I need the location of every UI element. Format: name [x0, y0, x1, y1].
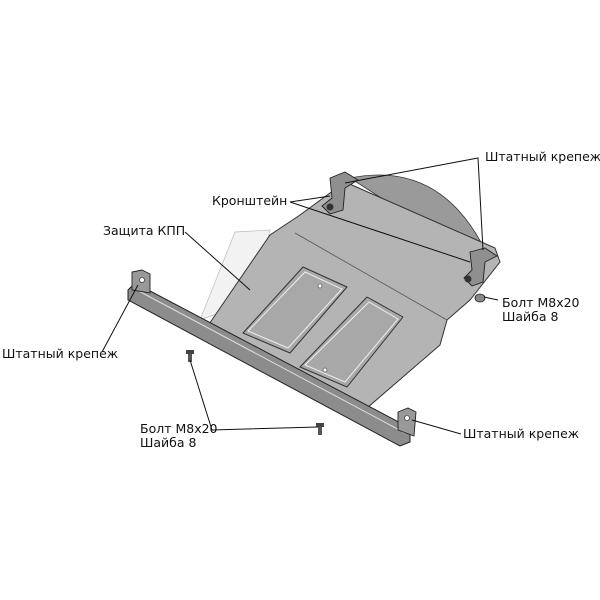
- recess-left-inner: [247, 271, 343, 349]
- leader-lines: [101, 157, 499, 435]
- hole: [322, 367, 328, 373]
- bolt-bottom-line2: Шайба 8: [140, 435, 197, 450]
- hole: [317, 283, 323, 289]
- frame-tab-right: [397, 407, 417, 437]
- label-bracket: Кронштейн: [212, 193, 288, 208]
- bracket-bolt: [464, 275, 472, 283]
- frame-edge: [134, 288, 406, 434]
- bracket-bolt: [326, 203, 334, 211]
- label-bolt-bottom: Болт М8х20 Шайба 8: [140, 422, 218, 450]
- recess-left: [242, 266, 348, 354]
- bolt-bottom-line1: Болт М8х20: [140, 421, 218, 436]
- bolt-right-line2: Шайба 8: [502, 309, 559, 324]
- plate-bend-line: [294, 232, 448, 321]
- tab-hole: [139, 277, 145, 283]
- bolt-icon: [474, 293, 486, 303]
- label-bolt-right: Болт М8х20 Шайба 8: [502, 296, 580, 324]
- bolt-right-line1: Болт М8х20: [502, 295, 580, 310]
- bolt-icon: [186, 350, 194, 362]
- recess-right-inner: [304, 301, 399, 383]
- tab-hole: [404, 415, 410, 421]
- label-standard-fastener-bottom: Штатный крепеж: [463, 426, 580, 441]
- bolt-icon: [316, 423, 324, 435]
- label-standard-fastener-left: Штатный крепеж: [2, 346, 119, 361]
- label-gearbox-guard: Защита КПП: [103, 223, 186, 238]
- bracket-right: [463, 247, 498, 287]
- recess-right: [299, 296, 404, 388]
- label-standard-fastener-top: Штатный крепеж: [485, 149, 600, 164]
